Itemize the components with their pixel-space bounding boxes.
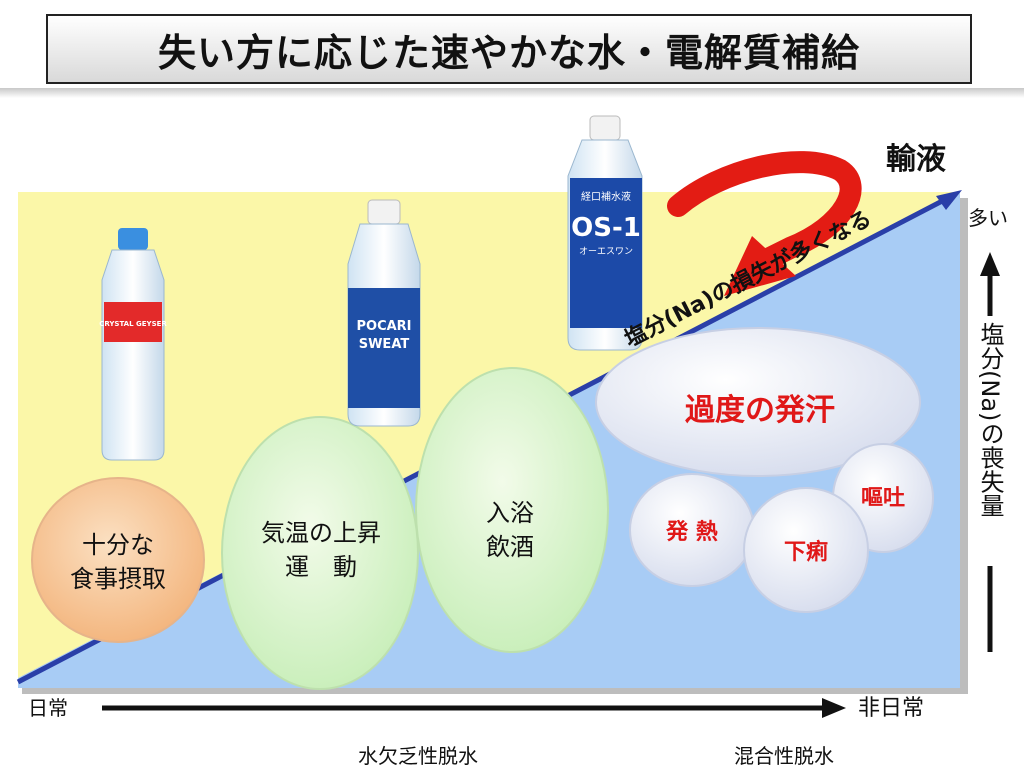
os1-bottle: 経口補水液 OS-1 オーエスワン [567,115,643,351]
fever-text: 発 熱 [666,520,718,545]
bath-line-1: 入浴 [486,499,534,527]
sweat-bubble [595,327,921,477]
red-curved-arrow [667,151,862,269]
os1-main-label: OS-1 [571,213,641,243]
slide-title: 失い方に応じた速やかな水・電解質補給 [46,14,972,84]
bath-line-2: 飲酒 [486,533,534,561]
bottom-axis-arrowhead [822,698,846,718]
title-text: 失い方に応じた速やかな水・電解質補給 [157,30,860,75]
exercise-bubble [221,416,419,690]
exercise-line-2: 運 動 [285,553,357,581]
diarrhea-text: 下痢 [783,540,828,565]
meal-line-1: 十分な [82,531,154,559]
pocari-sweat-bottle: POCARI SWEAT [347,199,421,427]
exercise-text: 気温の上昇 運 動 [236,516,406,584]
bath-text: 入浴 飲酒 [450,496,570,564]
footer-right-label: 混合性脱水 [734,744,834,768]
red-arrowhead [724,236,796,296]
bottom-axis-right-label: 非日常 [858,696,925,721]
infusion-label: 輸液 [886,142,946,177]
title-band [0,88,1024,98]
crystal-geyser-bottle: CRYSTAL GEYSER [99,228,167,461]
diagonal-arrowhead [936,190,962,210]
vomit-text: 嘔吐 [860,486,905,511]
exercise-line-1: 気温の上昇 [261,519,381,547]
bottom-axis-left-label: 日常 [28,696,68,720]
meal-line-2: 食事摂取 [70,565,166,593]
right-axis-top-label: 多い [968,206,1008,230]
pocari-label-1: POCARI [356,319,411,334]
footer-left-label: 水欠乏性脱水 [358,744,478,768]
os1-sub-label: オーエスワン [579,246,633,257]
diarrhea-bubble [743,487,869,613]
os1-top-label: 経口補水液 [581,190,631,203]
sweat-text: 過度の発汗 [685,393,835,428]
crystal-label: CRYSTAL GEYSER [99,320,167,328]
bath-bubble [415,367,609,653]
meal-bubble [31,477,205,643]
right-axis-label: 塩分(Na)の喪失量 [976,322,1004,518]
right-axis-arrowhead [980,252,1000,276]
meal-text: 十分な 食事摂取 [48,528,188,596]
pocari-label-2: SWEAT [359,337,410,352]
